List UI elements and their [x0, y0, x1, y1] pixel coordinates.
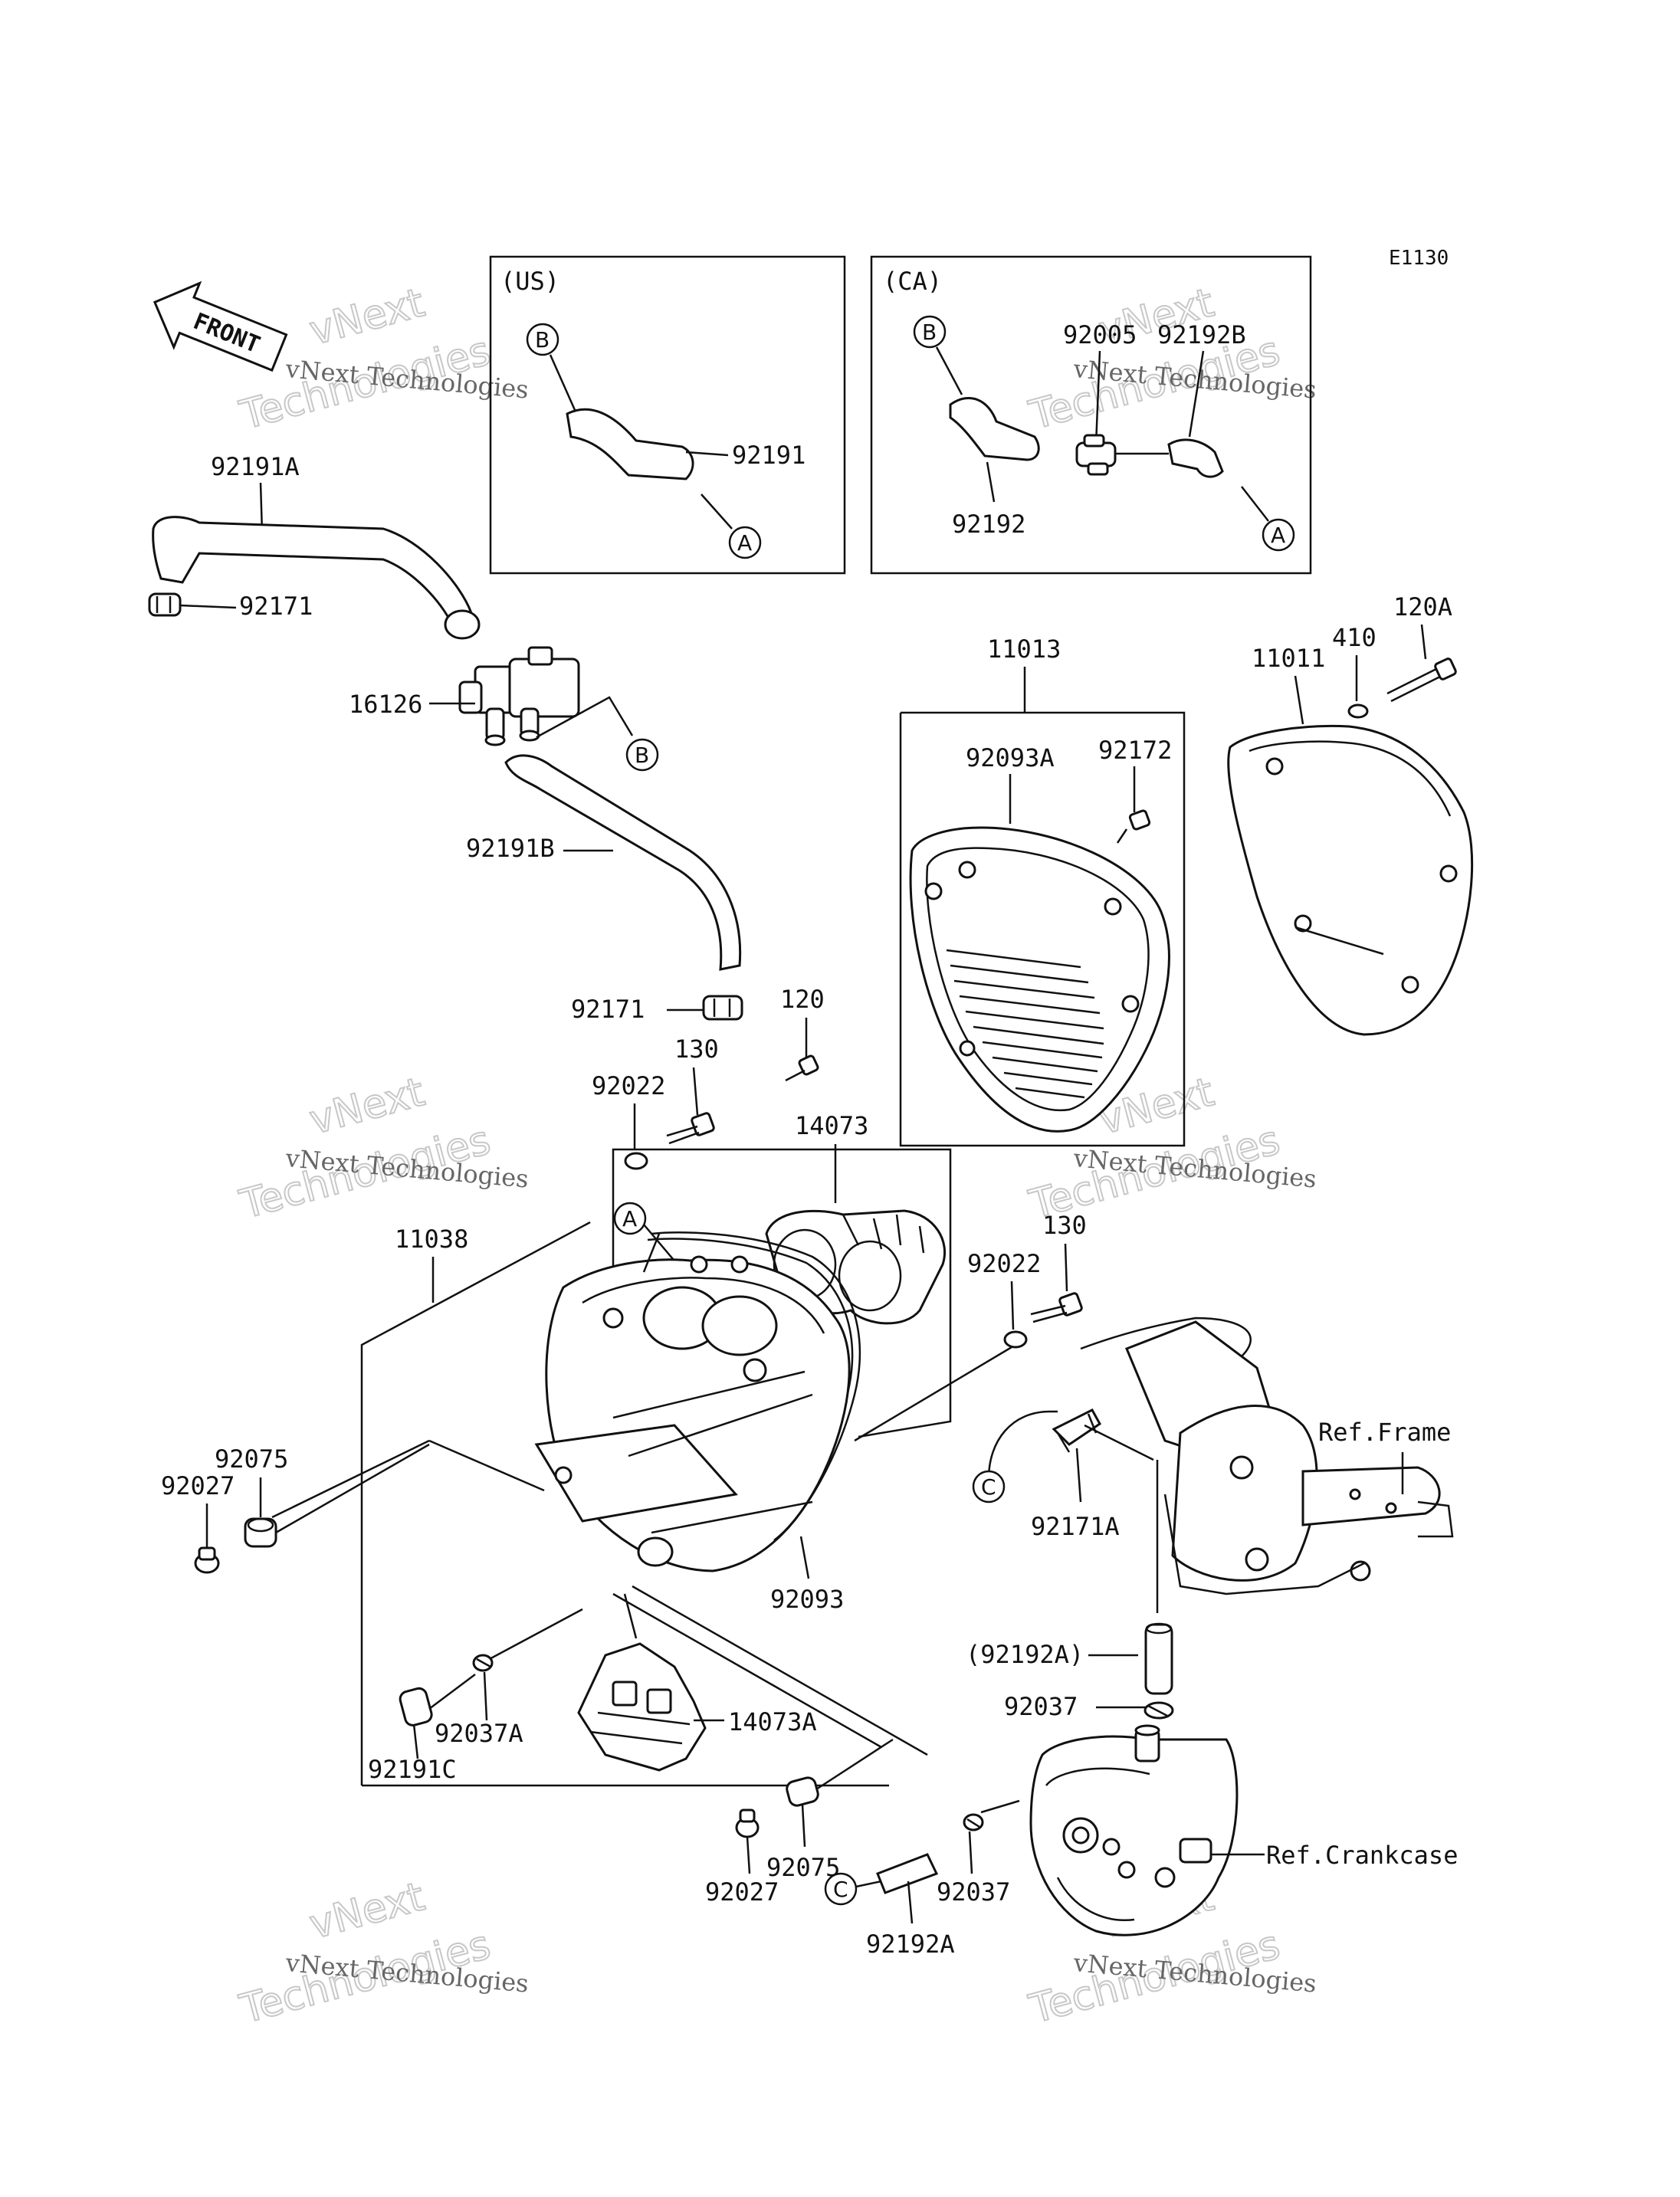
- front-arrow-icon: FRONT: [153, 280, 288, 372]
- part-label-92171a: 92171A: [1031, 1512, 1120, 1541]
- clamp-92171-top: [148, 592, 182, 617]
- part-label-92192b: 92192B: [1157, 320, 1246, 349]
- part-label-11038: 11038: [395, 1225, 468, 1254]
- part-label-14073: 14073: [795, 1111, 868, 1140]
- connector-92005: [1075, 434, 1117, 476]
- bolt-120a: [1386, 657, 1457, 703]
- part-label-92037a: 92037A: [435, 1719, 523, 1748]
- watermark-brand: vNext: [305, 1069, 429, 1143]
- part-label-410: 410: [1332, 623, 1376, 652]
- grommet-92075: [244, 1517, 277, 1548]
- valve-16126: [458, 646, 580, 746]
- connector-c-label: C: [981, 1474, 996, 1500]
- clamp-92171a: [1052, 1408, 1101, 1453]
- part-label-92192: 92192: [952, 510, 1025, 539]
- connector-b-label: B: [922, 320, 937, 345]
- hose-92192-ca: [949, 397, 1040, 461]
- hose-92191-us: [566, 408, 694, 480]
- part-label-92027-bottom: 92027: [705, 1877, 779, 1907]
- part-label-11011: 11011: [1252, 644, 1325, 673]
- plug-92027: [194, 1546, 220, 1574]
- clip-92037-bottom: [963, 1813, 984, 1831]
- hose-92191b: [504, 754, 742, 971]
- watermark-brand: vNext: [305, 280, 429, 354]
- clip-92037a: [472, 1654, 494, 1672]
- watermark-brand: vNext: [305, 1874, 429, 1948]
- duct-14073a: [577, 1642, 707, 1772]
- part-label-92027: 92027: [161, 1471, 235, 1500]
- hose-92192b: [1167, 438, 1224, 478]
- part-label-92191b: 92191B: [466, 834, 555, 863]
- part-label-16126: 16126: [349, 690, 422, 719]
- washer-92022: [624, 1152, 648, 1170]
- part-label-92093a: 92093A: [966, 743, 1055, 772]
- gasket-92093: [647, 1231, 861, 1541]
- bolt-130: [666, 1112, 715, 1145]
- connector-a-label: A: [622, 1206, 637, 1231]
- bolt-120: [785, 1054, 819, 1082]
- connector-b-label: B: [635, 743, 649, 768]
- element-pleats: [946, 949, 1104, 1099]
- hose-92191c: [399, 1687, 433, 1726]
- frame-ref-drawing: [1080, 1317, 1454, 1595]
- part-label-92037: 92037: [1004, 1692, 1078, 1721]
- housing-11038: [534, 1233, 851, 1572]
- washer-410: [1347, 703, 1369, 719]
- hose-92192a-vertical: [1144, 1622, 1173, 1695]
- part-label-11013: 11013: [987, 635, 1061, 664]
- ca-variant-box: (CA) B 92005 92192B 92192 A: [870, 255, 1312, 575]
- part-label-92022-right: 92022: [967, 1249, 1041, 1278]
- washer-92022-right: [1003, 1330, 1028, 1349]
- element-11013: [909, 826, 1170, 1133]
- connector-a-label: A: [737, 530, 752, 556]
- screw-92172: [1116, 809, 1151, 844]
- part-label-92171-lower: 92171: [571, 995, 645, 1024]
- part-label-92075: 92075: [215, 1444, 288, 1474]
- connector-a-label: A: [1271, 523, 1285, 548]
- us-variant-box: (US) B 92191 A: [489, 255, 846, 575]
- part-label-120a: 120A: [1393, 592, 1452, 621]
- bolt-130-right: [1030, 1292, 1083, 1323]
- connector-b-label: B: [535, 327, 550, 353]
- cover-11011: [1227, 725, 1474, 1036]
- clip-92037: [1144, 1701, 1174, 1720]
- part-label-130: 130: [674, 1035, 719, 1064]
- part-label-92192a-paren: (92192A): [966, 1640, 1084, 1669]
- part-label-92191a: 92191A: [211, 452, 300, 481]
- clamp-92171-lower: [702, 995, 743, 1021]
- part-label-14073a: 14073A: [728, 1707, 817, 1736]
- part-label-130-right: 130: [1042, 1211, 1087, 1240]
- hose-92192a: [876, 1853, 939, 1894]
- us-variant-label: (US): [500, 267, 559, 296]
- part-label-92191c: 92191C: [368, 1755, 457, 1784]
- grommet-92075-bottom: [786, 1776, 819, 1807]
- plug-92027-bottom: [735, 1808, 760, 1838]
- part-label-92037-bottom: 92037: [937, 1877, 1010, 1907]
- part-label-92022: 92022: [592, 1071, 665, 1100]
- crankcase-ref-drawing: [1029, 1724, 1239, 1936]
- part-label-92172: 92172: [1098, 736, 1172, 765]
- crankcase-ref-label: Ref.Crankcase: [1266, 1841, 1458, 1870]
- part-label-92005: 92005: [1063, 320, 1137, 349]
- ca-variant-label: (CA): [883, 267, 942, 296]
- part-label-92075-bottom: 92075: [766, 1853, 840, 1882]
- part-label-92191: 92191: [732, 441, 806, 470]
- frame-ref-label: Ref.Frame: [1318, 1418, 1451, 1447]
- diagram-code: E1130: [1389, 247, 1449, 270]
- part-label-92171: 92171: [239, 592, 313, 621]
- part-label-120: 120: [780, 985, 825, 1014]
- part-label-92192a: 92192A: [866, 1930, 955, 1959]
- connector-c-label: C: [833, 1877, 848, 1902]
- part-label-92093: 92093: [770, 1585, 844, 1614]
